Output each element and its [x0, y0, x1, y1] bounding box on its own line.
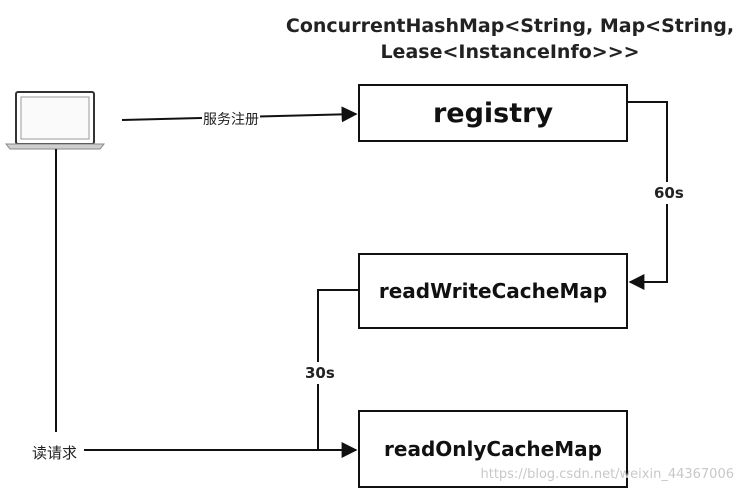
registry-node: registry [358, 84, 628, 142]
data-structure-title-line2: Lease<InstanceInfo>>> [380, 41, 640, 63]
register-label: 服务注册 [202, 109, 260, 129]
read-write-cache-node: readWriteCacheMap [358, 253, 628, 329]
laptop-icon [4, 91, 106, 150]
read-request-label: 读请求 [30, 441, 80, 464]
read-only-cache-node: readOnlyCacheMap [358, 410, 628, 488]
watermark-text: https://blog.csdn.net/weixin_44367006 [480, 467, 734, 482]
sync-30s-arrow [317, 289, 358, 450]
interval-30s-label: 30s [303, 362, 337, 384]
data-structure-title-line1: ConcurrentHashMap<String, Map<String, [285, 15, 735, 37]
interval-60s-label: 60s [652, 182, 686, 204]
